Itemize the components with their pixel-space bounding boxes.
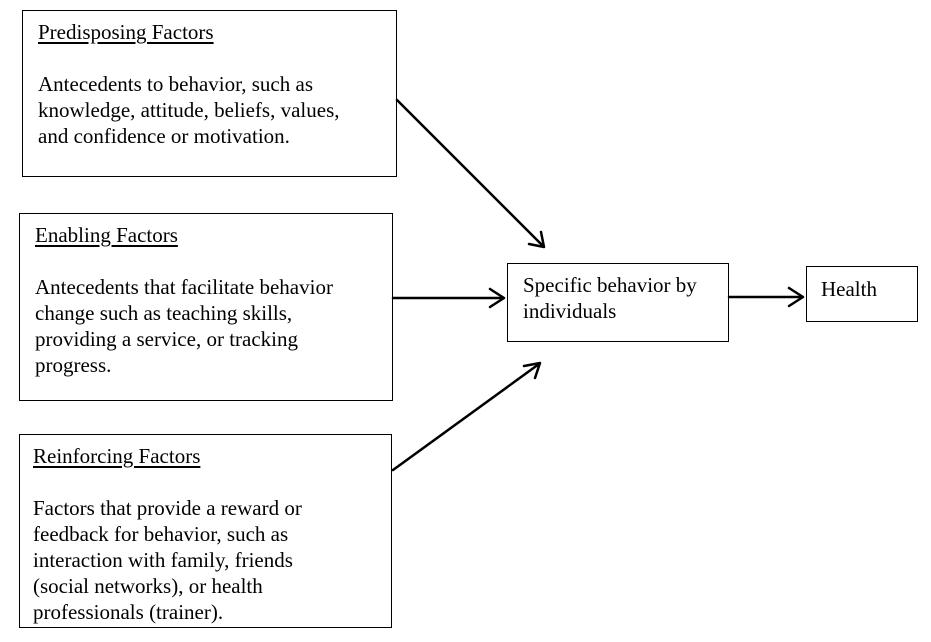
reinforcing-factors-description: Factors that provide a reward or feedbac… bbox=[33, 496, 302, 624]
arrow-enabling-to-behavior bbox=[391, 287, 506, 309]
enabling-factors-description: Antecedents that facilitate behavior cha… bbox=[35, 275, 333, 377]
enabling-factors-title: Enabling Factors bbox=[35, 223, 178, 247]
predisposing-factors-description: Antecedents to behavior, such as knowled… bbox=[38, 72, 340, 148]
arrow-behavior-to-health bbox=[727, 286, 805, 308]
health-label: Health bbox=[821, 277, 877, 301]
specific-behavior-label: Specific behavior by individuals bbox=[523, 273, 697, 323]
arrow-reinforcing-to-behavior bbox=[391, 361, 542, 472]
health-box: Health bbox=[806, 266, 918, 322]
reinforcing-factors-title: Reinforcing Factors bbox=[33, 444, 201, 468]
reinforcing-factors-box: Reinforcing Factors Factors that provide… bbox=[19, 434, 392, 628]
specific-behavior-box: Specific behavior by individuals bbox=[507, 263, 729, 342]
enabling-factors-box: Enabling Factors Antecedents that facili… bbox=[19, 213, 393, 401]
predisposing-factors-title: Predisposing Factors bbox=[38, 20, 214, 44]
arrow-predisposing-to-behavior bbox=[395, 98, 546, 249]
predisposing-factors-box: Predisposing Factors Antecedents to beha… bbox=[22, 10, 397, 177]
